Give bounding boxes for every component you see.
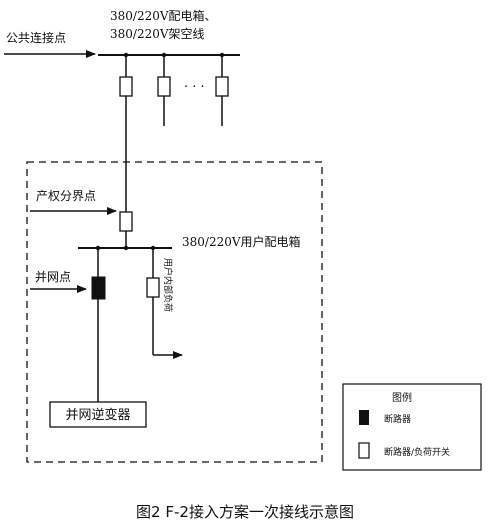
property-boundary-label: 产权分界点 (36, 189, 96, 203)
inverter-label: 并网逆变器 (65, 407, 130, 423)
inverter-box (49, 401, 147, 428)
legend-breaker-symbol (359, 410, 369, 425)
grid-point-label: 并网点 (35, 270, 71, 284)
legend-switch-symbol (358, 442, 370, 459)
breaker-load-switch-symbol (119, 211, 133, 232)
internal-load-label: 用户内部负荷 (162, 258, 174, 312)
ellipsis: · · · (184, 80, 205, 95)
top-bus-label-1: 380/220V配电箱、 (110, 8, 217, 23)
bus-node (123, 245, 129, 251)
legend-switch-label: 断路器/负荷开关 (384, 446, 450, 458)
public-connection-label: 公共连接点 (6, 30, 66, 45)
figure-caption: 图2 F-2接入方案一次接线示意图 (136, 503, 354, 521)
breaker-symbol (91, 276, 106, 300)
breaker-load-switch-symbol (146, 277, 160, 298)
user-box-label: 380/220V用户配电箱 (182, 234, 301, 249)
user-boundary (26, 161, 323, 463)
breaker-load-switch-symbol (119, 76, 133, 97)
breaker-load-switch-symbol (215, 76, 229, 97)
legend-breaker-label: 断路器 (384, 413, 411, 425)
top-bus-label-2: 380/220V架空线 (110, 27, 205, 41)
legend-title: 图例 (392, 391, 412, 404)
breaker-load-switch-symbol (157, 76, 171, 97)
